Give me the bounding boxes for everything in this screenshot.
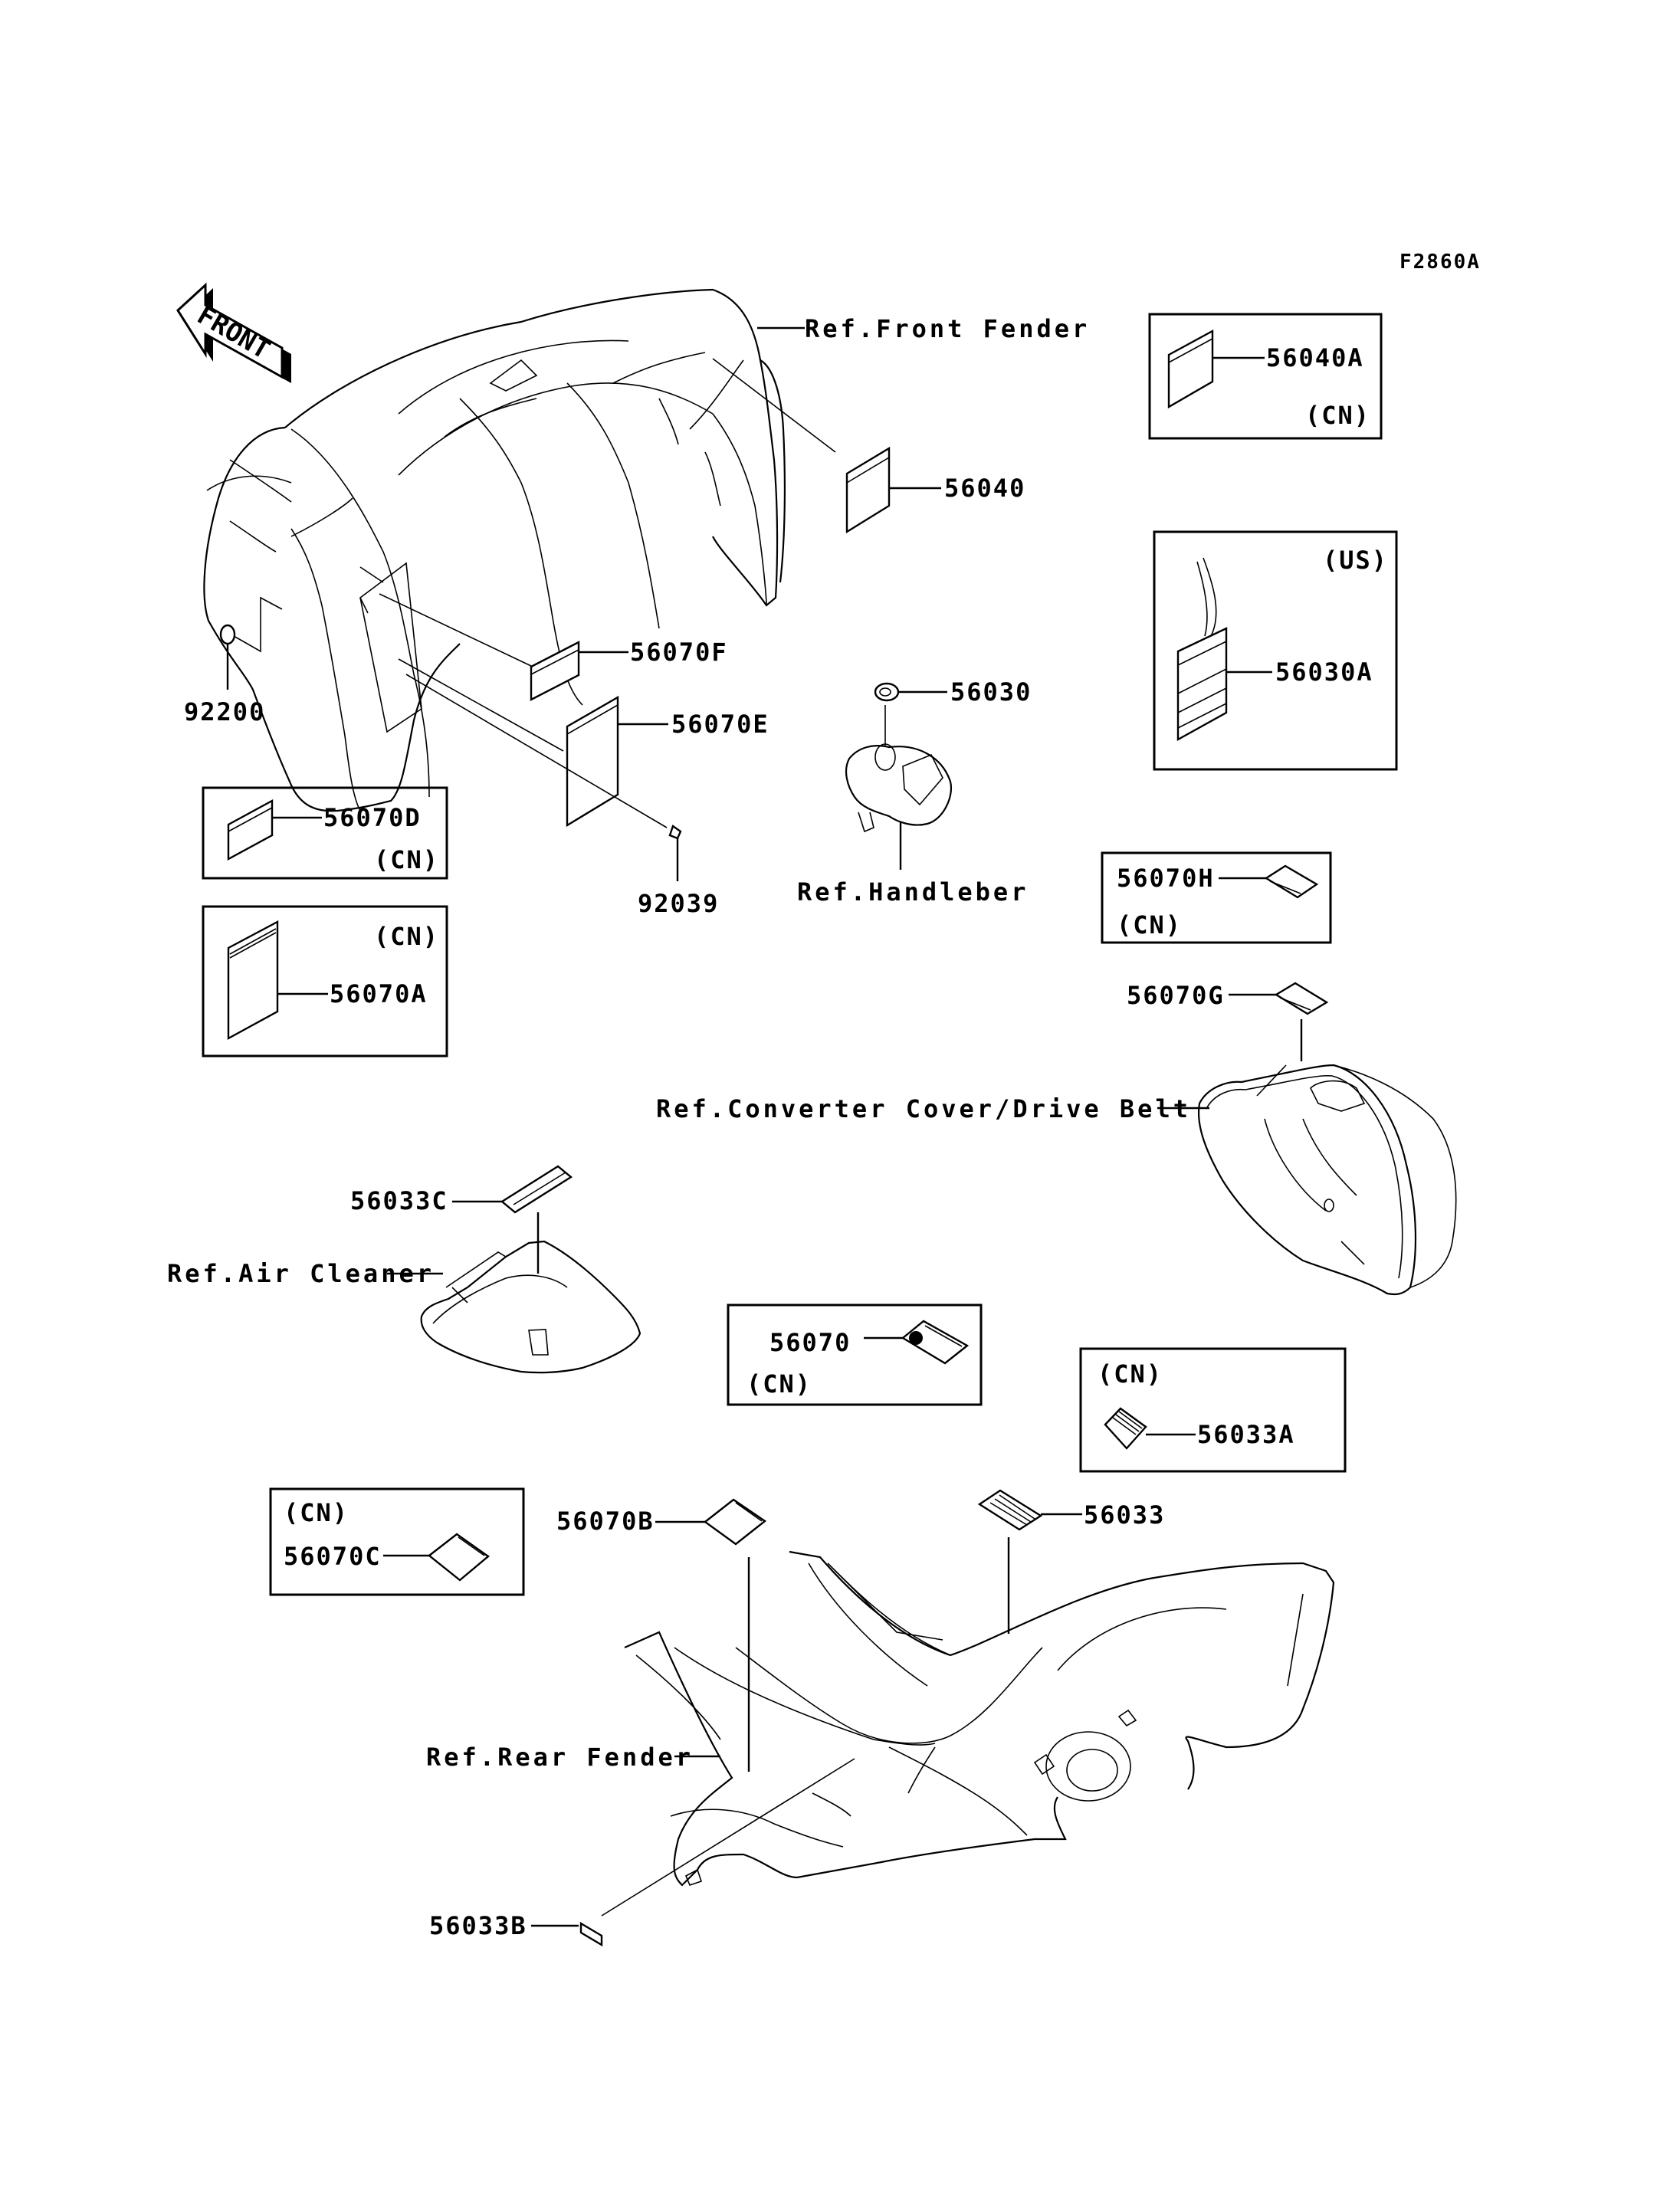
box-56030A: 56030A (US) <box>1153 530 1398 771</box>
part-label-56070H: 56070H <box>1117 864 1215 893</box>
part-56070F-sticker <box>379 593 628 701</box>
part-label-92039: 92039 <box>638 889 719 918</box>
part-label-56070A: 56070A <box>330 979 428 1008</box>
region-label-56033A: (CN) <box>1098 1359 1163 1389</box>
part-label-56033C: 56033C <box>350 1186 448 1215</box>
part-label-56070B: 56070B <box>556 1507 655 1536</box>
region-label-56030A: (US) <box>1323 546 1388 575</box>
part-label-56030A: 56030A <box>1275 657 1373 687</box>
part-56033C-sticker <box>452 1165 573 1274</box>
ref-rear-fender: Ref.Rear Fender <box>426 1743 694 1772</box>
part-label-56040A: 56040A <box>1266 343 1364 372</box>
part-label-56070F: 56070F <box>630 638 728 667</box>
part-56070G-sticker <box>1229 982 1329 1061</box>
box-56040A: 56040A (CN) <box>1148 313 1383 440</box>
part-label-56033A: 56033A <box>1197 1420 1295 1449</box>
part-56033B-sticker <box>531 1758 855 1947</box>
figure-id: F2860A <box>1399 251 1481 274</box>
part-label-56070: 56070 <box>769 1328 851 1357</box>
ref-converter-cover: Ref.Converter Cover/Drive Belt <box>656 1094 1191 1123</box>
part-56030-decal <box>874 682 947 747</box>
part-56040-sticker <box>712 358 941 534</box>
part-label-56070D: 56070D <box>323 803 422 832</box>
rear-fender-drawing <box>624 1550 1335 1887</box>
part-56033-sticker <box>977 1489 1082 1634</box>
part-label-56070C: 56070C <box>284 1542 382 1571</box>
box-56070: 56070 (CN) <box>727 1303 983 1406</box>
part-label-56040: 56040 <box>944 474 1025 503</box>
front-fender-drawing <box>203 288 786 812</box>
air-cleaner-cover-drawing <box>420 1240 641 1374</box>
part-label-92200: 92200 <box>184 697 265 726</box>
converter-cover-drawing <box>1198 1064 1457 1296</box>
ref-handlebar: Ref.Handleber <box>797 877 1029 907</box>
box-56070D: 56070D (CN) <box>202 786 448 880</box>
part-label-56070G: 56070G <box>1127 981 1225 1010</box>
box-56033A: (CN) 56033A <box>1079 1347 1347 1473</box>
part-92200-clip <box>219 596 283 690</box>
part-92039-rivet <box>405 674 682 881</box>
region-label-56070: (CN) <box>746 1369 812 1399</box>
region-label-56070C: (CN) <box>284 1498 349 1527</box>
part-label-56030: 56030 <box>950 677 1032 707</box>
handlebar-cover-drawing <box>845 743 953 870</box>
region-label-56070H: (CN) <box>1117 910 1182 939</box>
region-label-56070A: (CN) <box>374 922 439 951</box>
region-label-56040A: (CN) <box>1305 401 1370 430</box>
front-arrow-icon: FRONT <box>176 282 291 383</box>
part-label-56070E: 56070E <box>671 710 769 739</box>
part-56070B-sticker <box>655 1498 767 1772</box>
ref-front-fender: Ref.Front Fender <box>805 314 1090 343</box>
box-56070H: 56070H (CN) <box>1101 851 1332 944</box>
part-label-56033B: 56033B <box>429 1911 527 1940</box>
ref-air-cleaner: Ref.Air Cleaner <box>167 1259 435 1288</box>
part-56070E-sticker <box>398 658 668 828</box>
front-label: FRONT <box>192 300 276 366</box>
box-56070C: (CN) 56070C <box>269 1487 525 1596</box>
region-label-56070D: (CN) <box>374 845 439 874</box>
part-label-56033: 56033 <box>1084 1500 1165 1530</box>
box-56070A: 56070A (CN) <box>202 905 448 1058</box>
